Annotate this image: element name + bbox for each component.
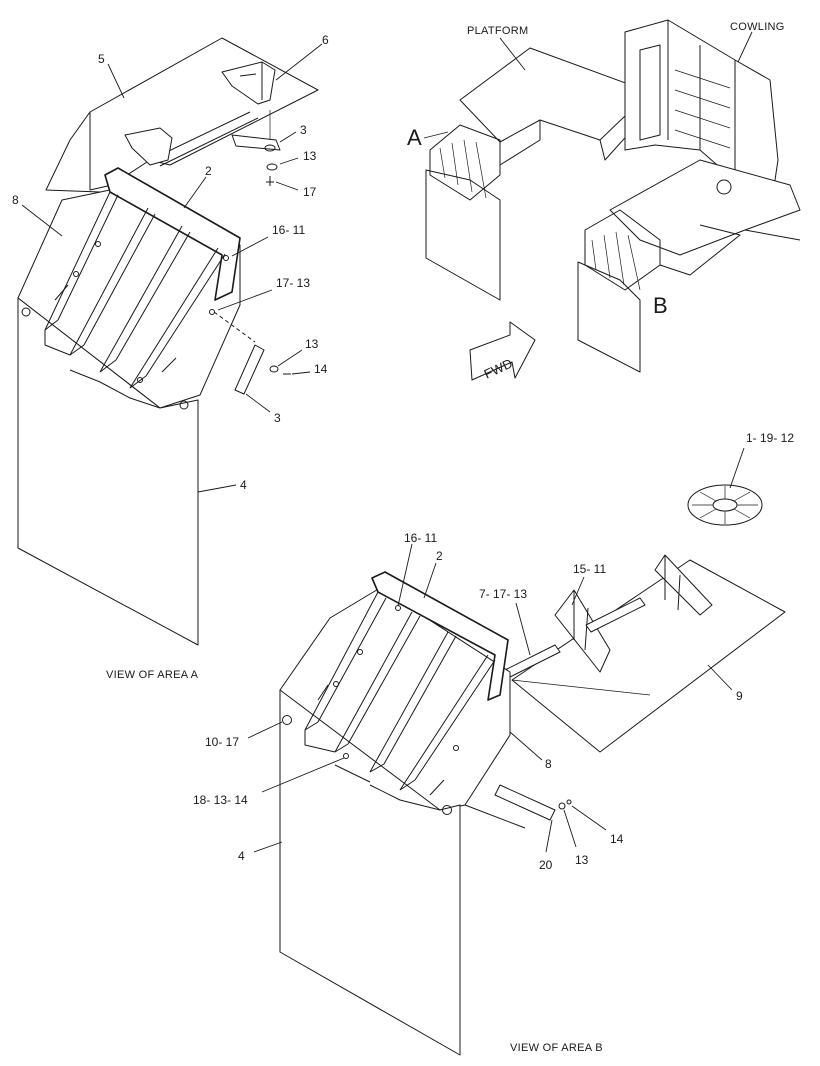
callout-14: 14	[314, 362, 328, 376]
view-a-caption: VIEW OF AREA A	[106, 669, 199, 681]
view-a-drawing	[17, 37, 319, 646]
callout-5: 5	[98, 52, 105, 66]
callout-16-11: 16- 11	[272, 223, 305, 237]
view-b-callouts: 1- 19- 12 16- 11 2 15- 11 7- 17- 13 9 10…	[193, 431, 794, 1054]
platform-label: PLATFORM	[467, 25, 528, 37]
callout-13-upper: 13	[303, 149, 317, 163]
callout-10-17: 10- 17	[205, 735, 239, 749]
callout-17: 17	[303, 185, 317, 199]
callout-4: 4	[240, 478, 247, 492]
callout-9: 9	[736, 689, 743, 703]
callout-17-13: 17- 13	[276, 276, 310, 290]
callout-3-upper: 3	[300, 123, 307, 137]
cowling-label: COWLING	[730, 21, 785, 33]
view-b-drawing	[279, 484, 786, 1056]
callout-7-17-13: 7- 17- 13	[479, 587, 527, 601]
callout-13-lower: 13	[305, 337, 319, 351]
callout-3-lower: 3	[274, 411, 281, 425]
callout-15-11: 15- 11	[573, 562, 606, 576]
callout-8-b: 8	[545, 757, 552, 771]
overview-drawing	[425, 19, 801, 381]
callout-1-19-12: 1- 19- 12	[746, 431, 794, 445]
callout-18-13-14: 18- 13- 14	[193, 793, 248, 807]
callout-20: 20	[539, 858, 553, 872]
view-b-caption: VIEW OF AREA B	[510, 1042, 603, 1054]
callout-16-11-b: 16- 11	[404, 531, 437, 545]
area-b-marker: B	[653, 293, 668, 318]
callout-6: 6	[322, 33, 329, 47]
callout-14-b: 14	[610, 832, 624, 846]
view-a-callouts: 5 6 3 13 17 8 2 16- 11 17- 13 13 14 3 4 …	[12, 33, 329, 681]
callout-4-b: 4	[238, 849, 245, 863]
callout-8: 8	[12, 193, 19, 207]
callout-2: 2	[205, 164, 212, 178]
area-a-marker: A	[407, 125, 422, 150]
callout-13-b: 13	[575, 853, 589, 867]
callout-2-b: 2	[436, 549, 443, 563]
